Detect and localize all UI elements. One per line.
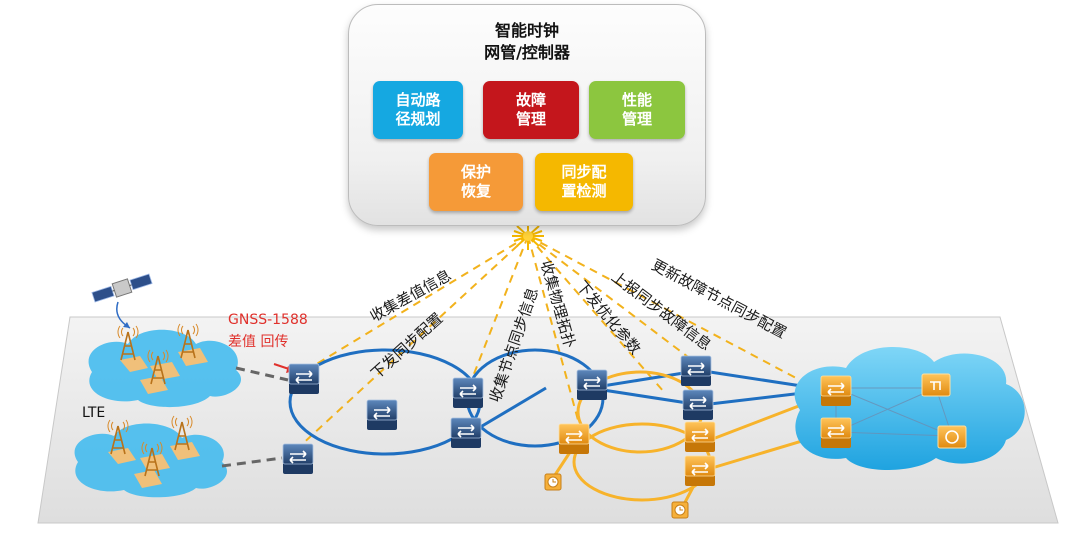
module-protection-recovery[interactable]: 保护 恢复 <box>429 153 523 211</box>
lte-backhaul-link <box>221 456 283 468</box>
router-icon <box>282 443 314 475</box>
router-icon <box>558 423 590 455</box>
router-icon <box>288 363 320 395</box>
module-label: 恢复 <box>460 182 491 200</box>
controller-title-line1: 智能时钟 <box>494 21 559 40</box>
router-icon <box>576 369 608 401</box>
router-icon <box>684 455 716 487</box>
module-label: 性能 <box>621 91 652 109</box>
server-icon <box>937 425 967 449</box>
router-icon <box>682 389 714 421</box>
clock-icon <box>544 473 562 491</box>
module-performance-management[interactable]: 性能 管理 <box>589 81 685 139</box>
core-cloud <box>794 346 1025 470</box>
satellite-icon <box>91 273 153 303</box>
gnss-label-line1: GNSS-1588 <box>228 312 308 328</box>
controller-panel: 智能时钟 网管/控制器 自动路 径规划 故障 管理 性能 管理 保护 恢复 同步… <box>348 4 706 226</box>
module-label: 径规划 <box>395 110 441 128</box>
clock-icon <box>671 501 689 519</box>
module-label: 管理 <box>621 110 652 128</box>
module-label: 同步配 <box>561 163 607 181</box>
module-label: 保护 <box>460 163 491 181</box>
module-label: 自动路 <box>395 91 441 109</box>
router-icon <box>452 377 484 409</box>
lte-cloud-top <box>88 323 242 408</box>
router-icon <box>820 417 852 449</box>
router-icon <box>820 375 852 407</box>
controller-title-line2: 网管/控制器 <box>484 43 570 62</box>
module-label: 置检测 <box>561 182 607 200</box>
gnss-label-line2: 差值 回传 <box>228 334 289 350</box>
router-icon <box>366 399 398 431</box>
module-label: 故障 <box>515 91 546 109</box>
router-icon <box>684 421 716 453</box>
management-links <box>297 235 831 449</box>
module-sync-config-detection[interactable]: 同步配 置检测 <box>535 153 633 211</box>
router-icon <box>450 417 482 449</box>
module-auto-path-planning[interactable]: 自动路 径规划 <box>373 81 463 139</box>
sun-icon <box>512 222 544 250</box>
router-icon <box>680 355 712 387</box>
lte-label: LTE <box>82 405 106 421</box>
switch-icon <box>921 373 951 397</box>
module-fault-management[interactable]: 故障 管理 <box>483 81 579 139</box>
lte-backhaul-link <box>235 366 289 382</box>
lte-cloud-bottom <box>74 415 228 498</box>
module-label: 管理 <box>515 110 546 128</box>
